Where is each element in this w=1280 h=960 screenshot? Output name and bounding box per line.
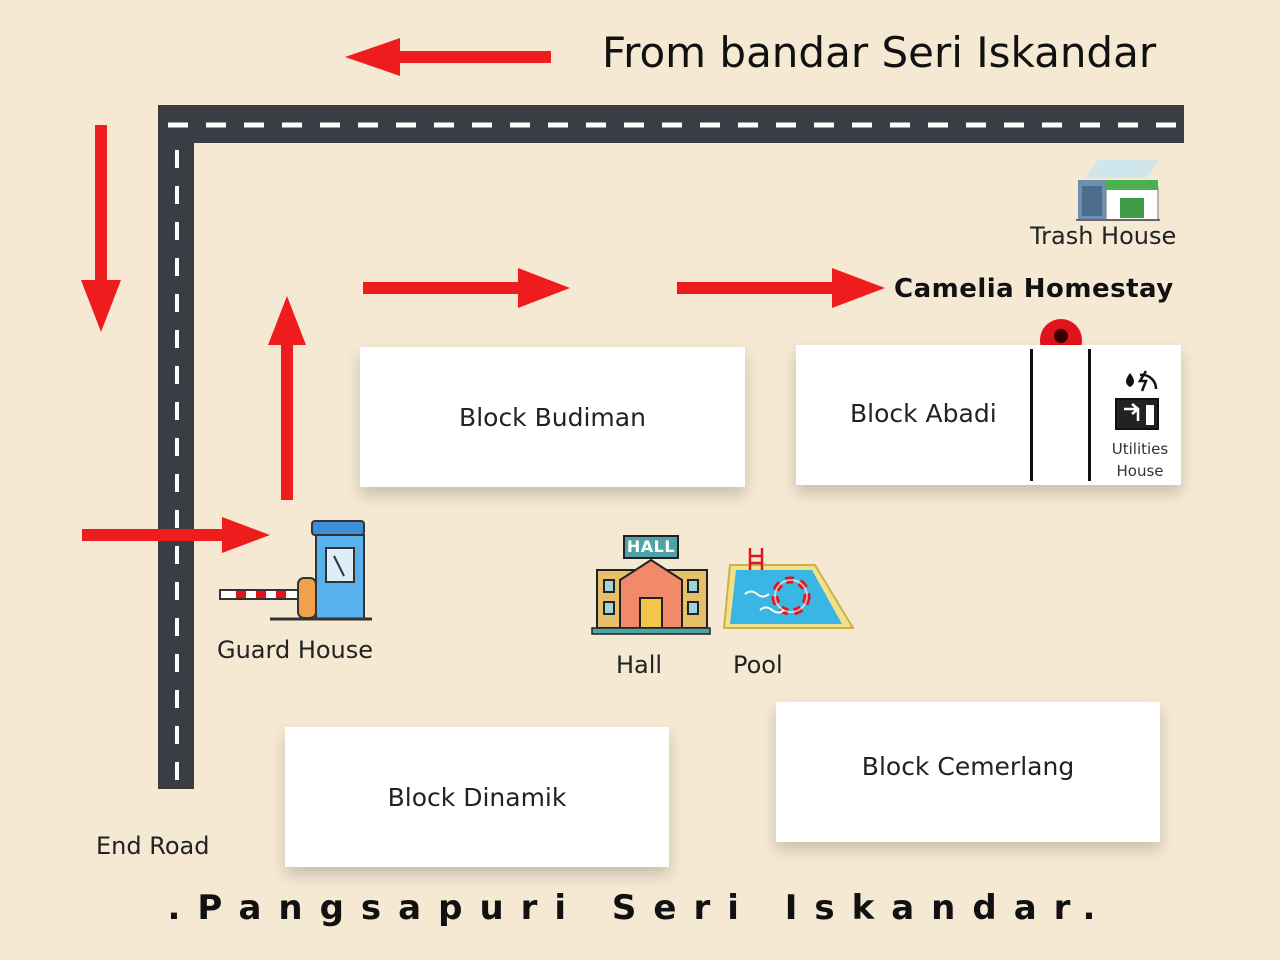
hall-sign-text: HALL [626,537,676,556]
block-cemerlang-label: Block Cemerlang [861,752,1075,781]
trash-house-icon [1076,160,1160,221]
footer-title: .Pangsapuri Seri Iskandar. [167,888,1113,928]
arrow-up-guard [268,296,306,500]
block-cemerlang: Block Cemerlang [776,702,1160,842]
guard-house-icon [219,520,372,621]
utilities-icon [1115,370,1159,430]
utilities-label-line1: Utilities [1111,440,1169,458]
arrow-right-entry [82,517,270,553]
road-network [158,105,1184,789]
direction-arrows [81,38,885,553]
block-budiman: Block Budiman [360,347,745,487]
arrow-right-1 [363,268,570,308]
block-dinamik-label: Block Dinamik [387,782,567,812]
utilities-house-label: Utilities House [1100,438,1180,482]
arrow-down-left [81,125,121,332]
arrow-right-2 [677,268,885,308]
hall-label: Hall [616,651,663,679]
utilities-label-line2: House [1116,462,1164,480]
block-abadi-label: Block Abadi [850,399,997,428]
block-dinamik: Block Dinamik [285,727,669,867]
divider-line [1088,349,1091,481]
from-bandar-label: From bandar Seri Iskandar [602,28,1157,77]
destination-label: Camelia Homestay [894,274,1174,304]
end-road-label: End Road [96,832,210,860]
pool-icon [722,548,855,629]
arrow-left-top [345,38,551,76]
block-budiman-label: Block Budiman [459,402,646,432]
trash-house-label: Trash House [1030,222,1177,250]
pool-label: Pool [733,651,783,679]
block-abadi: Block Abadi [796,345,1181,485]
guard-house-label: Guard House [217,636,374,664]
divider-line [1030,349,1033,481]
hall-icon [591,535,711,635]
